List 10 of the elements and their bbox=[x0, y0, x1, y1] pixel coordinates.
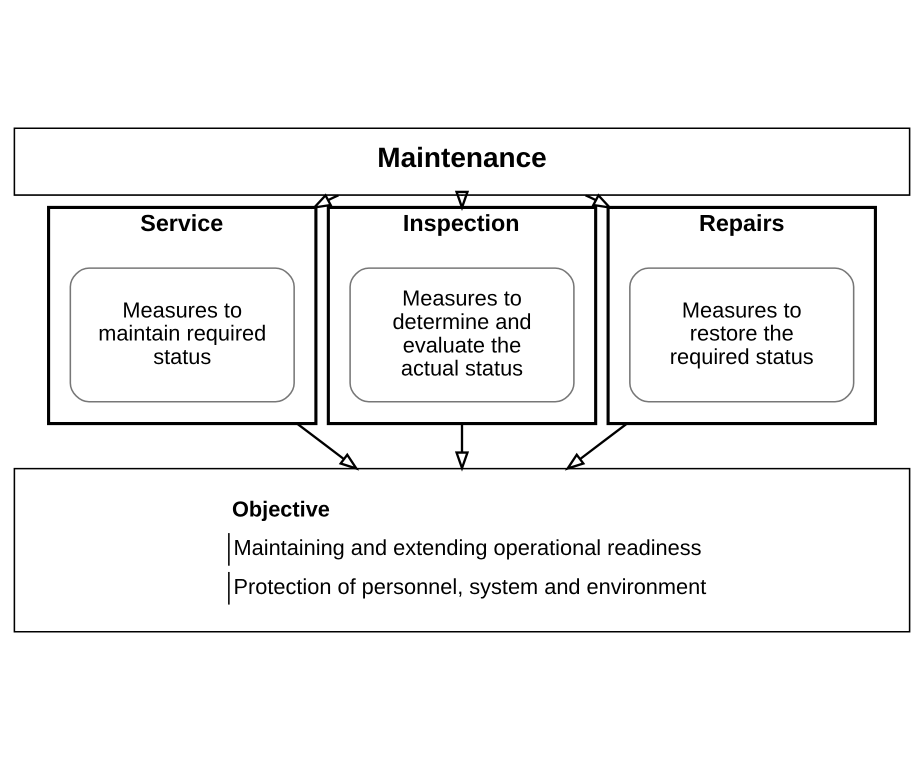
arrow bbox=[454, 424, 470, 472]
arrow bbox=[296, 422, 360, 471]
arrow bbox=[454, 190, 470, 211]
arrow bbox=[564, 422, 628, 471]
arrow bbox=[585, 193, 613, 210]
node-box: Measures to determine and evaluate the actual status bbox=[349, 267, 575, 403]
node-box: Objective Maintaining and extending operational readiness Protection of personnel, system and environment bbox=[14, 468, 910, 633]
arrow bbox=[311, 193, 339, 210]
node-box: Measures to maintain required status bbox=[70, 267, 295, 403]
node-box: Measures to restore the required status bbox=[629, 267, 854, 403]
